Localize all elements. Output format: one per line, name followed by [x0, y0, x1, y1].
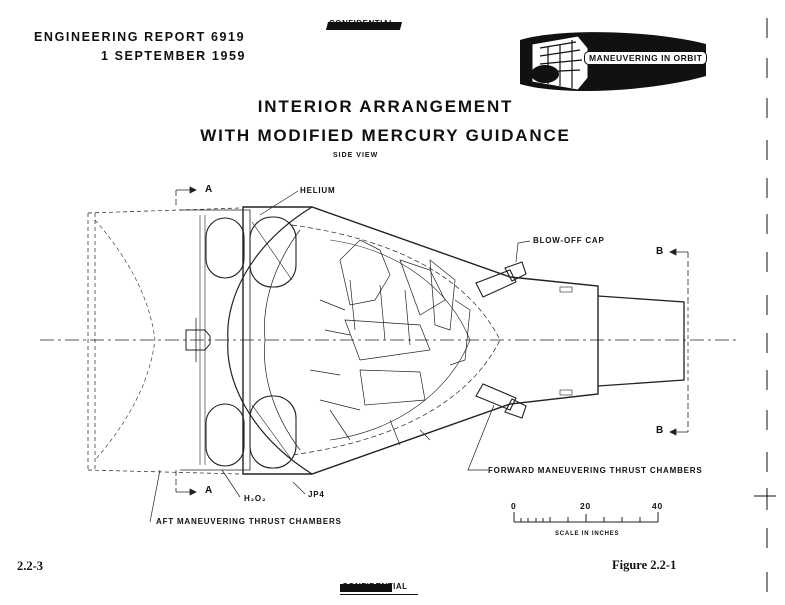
- forward-thrust-chambers: [475, 261, 527, 419]
- page-title: INTERIOR ARRANGEMENT: [257, 97, 514, 116]
- spacecraft-thumbnail-icon: [531, 35, 589, 91]
- underline: [340, 594, 418, 595]
- classification-text-bottom: CONFIDENTIAL: [342, 582, 408, 591]
- section-b-lines: [669, 248, 689, 436]
- margin-marks: [754, 18, 776, 592]
- classification-text-top: CONFIDENTIAL: [329, 19, 395, 28]
- section-a-label-top: A: [205, 184, 214, 195]
- section-b-label-bottom: B: [656, 425, 665, 436]
- spacecraft-hull: [242, 206, 599, 475]
- badge-label: MANEUVERING IN ORBIT: [584, 51, 708, 65]
- section-b-label-top: B: [656, 246, 665, 257]
- cockpit-detail: [309, 239, 471, 446]
- scale-tick-40: 40: [652, 501, 664, 511]
- view-label: SIDE VIEW: [333, 152, 379, 159]
- forward-thrust-label: FORWARD MANEUVERING THRUST CHAMBERS: [488, 466, 703, 475]
- jp4-label: JP4: [308, 490, 325, 499]
- aft-adapter-outline: [87, 207, 241, 475]
- propellant-tanks: [180, 209, 297, 471]
- page-number: 2.2-3: [17, 559, 44, 573]
- scale-tick-20: 20: [580, 501, 592, 511]
- classification-stamp-top: CONFIDENTIAL: [325, 19, 413, 33]
- section-a-lines: [175, 186, 197, 496]
- scale-tick-0: 0: [511, 501, 517, 511]
- classification-stamp-bottom: CONFIDENTIAL: [340, 582, 420, 595]
- section-a-label-bottom: A: [205, 485, 214, 496]
- figure-label: Figure 2.2-1: [612, 558, 677, 572]
- redaction-bar: [340, 584, 392, 592]
- nose-cone: [597, 295, 685, 387]
- blow-off-cap-label: BLOW-OFF CAP: [533, 236, 605, 245]
- report-number: ENGINEERING REPORT 6919: [34, 30, 246, 44]
- report-date: 1 SEPTEMBER 1959: [101, 49, 247, 63]
- scale-caption: SCALE IN INCHES: [555, 531, 620, 537]
- heat-shield: [227, 206, 313, 475]
- page-subtitle: WITH MODIFIED MERCURY GUIDANCE: [200, 126, 571, 145]
- scale-bar: [513, 512, 659, 523]
- aft-thrust-label: AFT MANEUVERING THRUST CHAMBERS: [156, 517, 342, 526]
- leader-lines: [149, 190, 531, 523]
- helium-label: HELIUM: [300, 186, 336, 195]
- h2o2-label: H₂O₂: [244, 494, 267, 503]
- aft-thrust-chamber: [185, 329, 211, 351]
